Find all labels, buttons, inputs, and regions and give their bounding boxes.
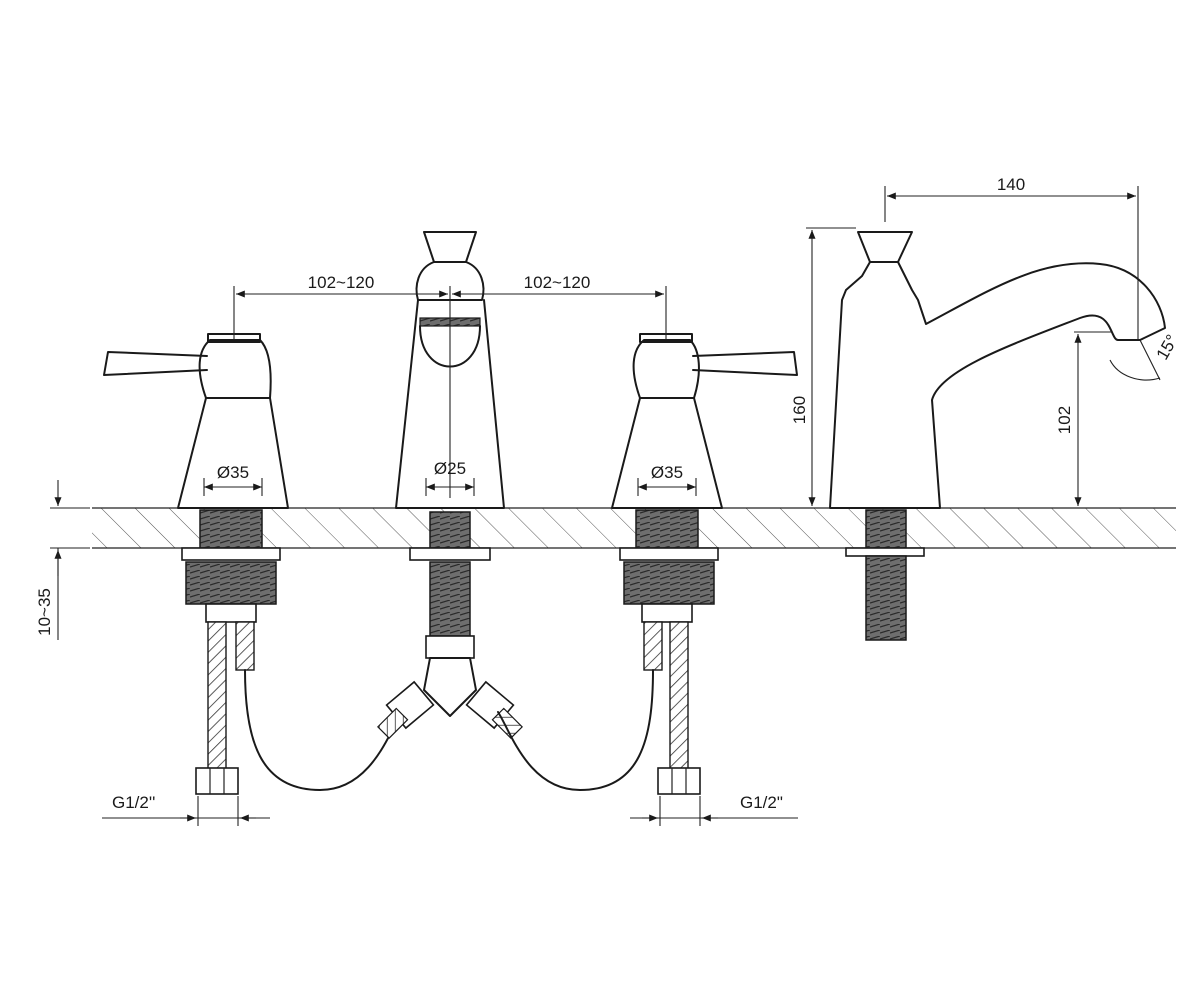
label-reach: 140 bbox=[997, 175, 1025, 194]
label-dia-left: Ø35 bbox=[217, 463, 249, 482]
label-angle: 15° bbox=[1153, 331, 1182, 363]
label-spacing-left: 102~120 bbox=[308, 273, 375, 292]
label-spacing-right: 102~120 bbox=[524, 273, 591, 292]
label-thread-right: G1/2" bbox=[740, 793, 783, 812]
label-thread-left: G1/2'' bbox=[112, 793, 155, 812]
label-deck-thickness: 10~35 bbox=[35, 588, 54, 636]
side-view-faucet bbox=[829, 231, 1166, 641]
dimension-labels: 102~120 102~120 Ø35 Ø25 Ø35 140 160 102 … bbox=[35, 175, 1182, 812]
label-height: 160 bbox=[790, 396, 809, 424]
left-handle-valve bbox=[103, 333, 403, 795]
label-dia-right: Ø35 bbox=[651, 463, 683, 482]
right-handle-valve bbox=[497, 333, 798, 795]
label-dia-center: Ø25 bbox=[434, 459, 466, 478]
label-spout-height: 102 bbox=[1055, 406, 1074, 434]
dimension-lines bbox=[50, 186, 1139, 826]
